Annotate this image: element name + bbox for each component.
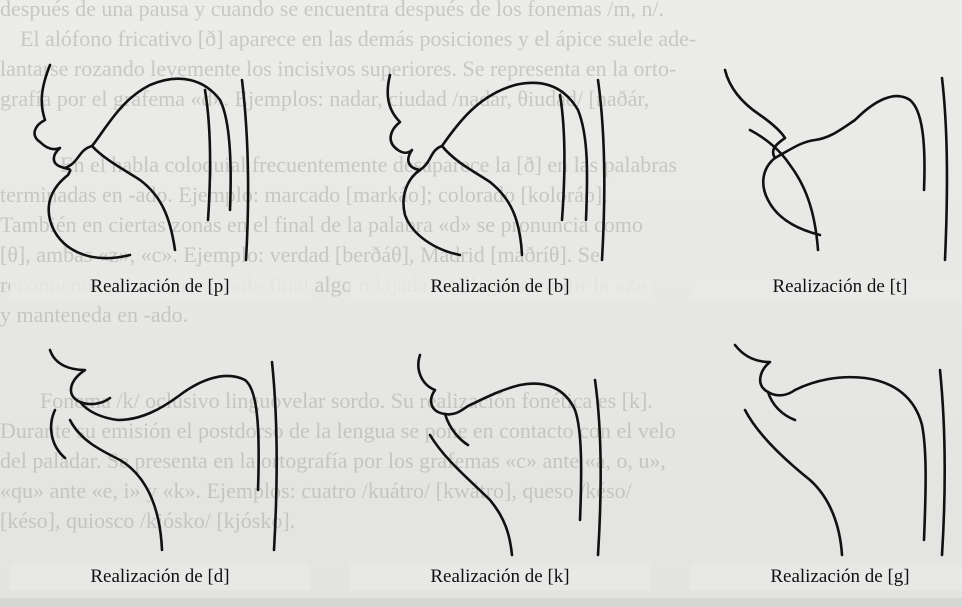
figure-realization-b: Realización de [b] (350, 50, 650, 300)
vocal-tract-diagram-k (350, 340, 650, 560)
vocal-tract-diagram-p (10, 50, 310, 270)
figure-caption: Realización de [t] (690, 274, 962, 300)
figure-caption: Realización de [g] (690, 564, 962, 590)
figure-caption: Realización de [d] (10, 564, 310, 590)
vocal-tract-diagram-b (350, 50, 650, 270)
vocal-tract-diagram-g (690, 340, 962, 560)
ghost-line: después de una pausa y cuando se encuent… (0, 0, 664, 24)
figure-realization-p: Realización de [p] (10, 50, 310, 300)
page-edge (0, 598, 962, 607)
figure-caption: Realización de [b] (350, 274, 650, 300)
figure-realization-k: Realización de [k] (350, 340, 650, 590)
figure-caption: Realización de [k] (350, 564, 650, 590)
ghost-line: y manteneda en -ado. (0, 300, 188, 330)
figure-realization-d: Realización de [d] (10, 340, 310, 590)
vocal-tract-diagram-d (10, 340, 310, 560)
figure-caption: Realización de [p] (10, 274, 310, 300)
figure-realization-t: Realización de [t] (690, 50, 962, 300)
vocal-tract-diagram-t (690, 50, 962, 270)
figure-realization-g: Realización de [g] (690, 340, 962, 590)
